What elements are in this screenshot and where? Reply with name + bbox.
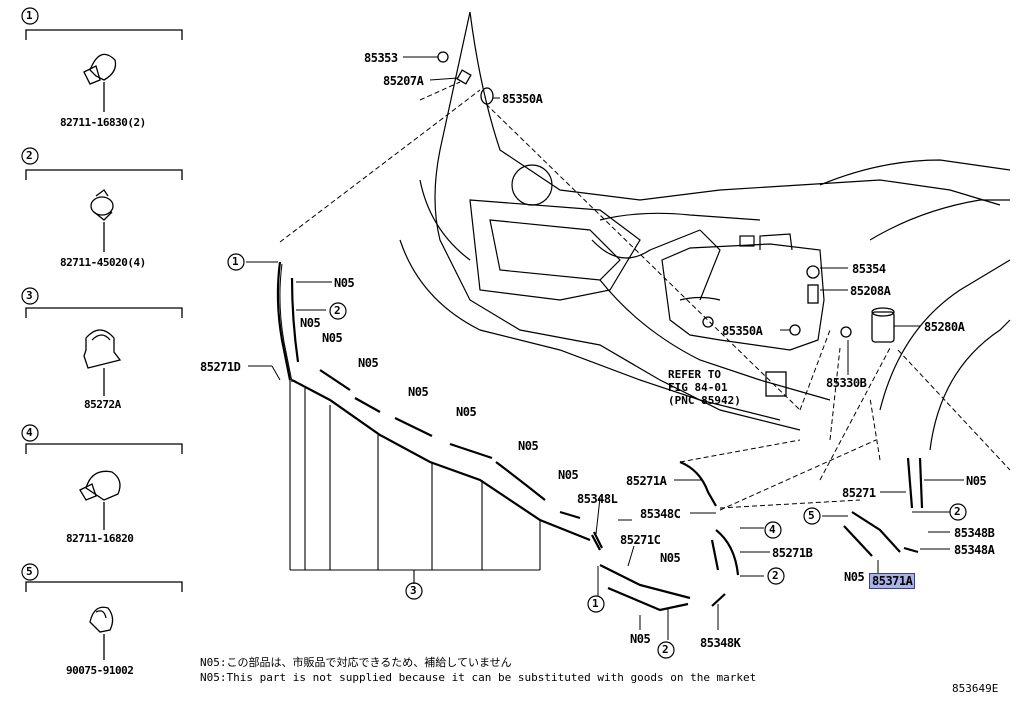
- label-n05-7[interactable]: N05: [518, 439, 539, 453]
- label-85330B[interactable]: 85330B: [826, 376, 867, 390]
- sidebar-index-1: 1: [26, 9, 33, 22]
- sidebar-index-4: 4: [26, 426, 33, 439]
- refer-line-3: (PNC 85942): [668, 394, 741, 407]
- sidebar-bracket-5: [25, 581, 183, 592]
- label-n05-4[interactable]: N05: [358, 356, 379, 370]
- label-85348A[interactable]: 85348A: [954, 543, 995, 557]
- callout-1b[interactable]: 1: [592, 597, 599, 610]
- clip-icon-3: [83, 329, 122, 396]
- refer-line-2[interactable]: FIG 84-01: [668, 381, 728, 394]
- callout-4[interactable]: 4: [769, 523, 776, 536]
- label-85350A-top[interactable]: 85350A: [502, 92, 543, 106]
- hose-inner-lines: [279, 263, 293, 383]
- ring-icon-5: [89, 606, 114, 660]
- label-n05-9[interactable]: N05: [660, 551, 681, 565]
- sidebar-index-2: 2: [26, 149, 33, 162]
- label-85280A[interactable]: 85280A: [924, 320, 965, 334]
- clamp-icon-2: [90, 189, 114, 252]
- label-85348L[interactable]: 85348L: [577, 492, 618, 506]
- callout-3-leaders: [289, 380, 541, 584]
- callout-2b[interactable]: 2: [662, 643, 669, 656]
- label-n05-5[interactable]: N05: [408, 385, 429, 399]
- label-n05-6[interactable]: N05: [456, 405, 477, 419]
- note-japanese: N05:この部品は、市販品で対応できるため、補給していません: [200, 656, 512, 669]
- label-85348K[interactable]: 85348K: [700, 636, 741, 650]
- label-85371A[interactable]: 85371A: [868, 573, 916, 589]
- vehicle-body-outline: [399, 11, 1011, 451]
- callout-2d[interactable]: 2: [954, 505, 961, 518]
- hose-lines-center: [593, 460, 740, 612]
- ref-part: [765, 371, 787, 397]
- sidebar-part-3: 85272A: [84, 398, 121, 411]
- label-n05-10[interactable]: N05: [630, 632, 651, 646]
- solid-leaders: [246, 56, 964, 640]
- label-n05-1[interactable]: N05: [334, 276, 355, 290]
- label-85371A-highlight[interactable]: 85371A: [868, 573, 916, 589]
- label-85208A[interactable]: 85208A: [850, 284, 891, 298]
- part-85350A-top: [480, 87, 494, 105]
- label-85271A[interactable]: 85271A: [626, 474, 667, 488]
- callout-3[interactable]: 3: [410, 584, 417, 597]
- label-85350A-mid[interactable]: 85350A: [722, 324, 763, 338]
- callout-2c[interactable]: 2: [772, 569, 779, 582]
- sidebar-part-1: 82711-16830(2): [60, 116, 146, 129]
- sidebar-bracket-1: [25, 29, 183, 40]
- label-85348C[interactable]: 85348C: [640, 507, 681, 521]
- label-n05-8[interactable]: N05: [558, 468, 579, 482]
- hose-lines-left: [276, 261, 601, 551]
- refer-line-1: REFER TO: [668, 368, 721, 381]
- washer-pump: [702, 265, 895, 343]
- label-85353[interactable]: 85353: [364, 51, 398, 65]
- sidebar-index-3: 3: [26, 289, 33, 302]
- sidebar-bracket-2: [25, 169, 183, 180]
- label-85271C[interactable]: 85271C: [620, 533, 661, 547]
- label-85354[interactable]: 85354: [852, 262, 886, 276]
- label-85271B[interactable]: 85271B: [772, 546, 813, 560]
- sidebar-index-5: 5: [26, 565, 33, 578]
- sidebar-part-2: 82711-45020(4): [60, 256, 146, 269]
- sidebar-part-5: 90075-91002: [66, 664, 134, 677]
- callout-1a[interactable]: 1: [232, 255, 239, 268]
- clamp-icon-4: [79, 470, 121, 530]
- label-n05-12[interactable]: N05: [844, 570, 865, 584]
- sidebar-part-4: 82711-16820: [66, 532, 134, 545]
- callout-5[interactable]: 5: [808, 509, 815, 522]
- label-85271[interactable]: 85271: [842, 486, 876, 500]
- label-n05-3[interactable]: N05: [322, 331, 343, 345]
- label-85348B[interactable]: 85348B: [954, 526, 995, 540]
- label-85207A[interactable]: 85207A: [383, 74, 424, 88]
- dashed-leaders: [279, 81, 1011, 511]
- note-english: N05:This part is not supplied because it…: [200, 671, 757, 684]
- washer-tank: [661, 233, 825, 351]
- label-n05-11[interactable]: N05: [966, 474, 987, 488]
- label-n05-2[interactable]: N05: [300, 316, 321, 330]
- sidebar-bracket-3: [25, 307, 183, 318]
- callout-2a[interactable]: 2: [334, 304, 341, 317]
- hose-lines-right: [843, 457, 924, 557]
- part-85207A: [456, 69, 472, 85]
- callout-circles: [21, 7, 967, 659]
- part-85353: [437, 51, 449, 63]
- label-85271D[interactable]: 85271D: [200, 360, 241, 374]
- sidebar-bracket-4: [25, 443, 183, 454]
- clamp-icon-1: [83, 53, 117, 112]
- figure-id: 853649E: [952, 682, 999, 695]
